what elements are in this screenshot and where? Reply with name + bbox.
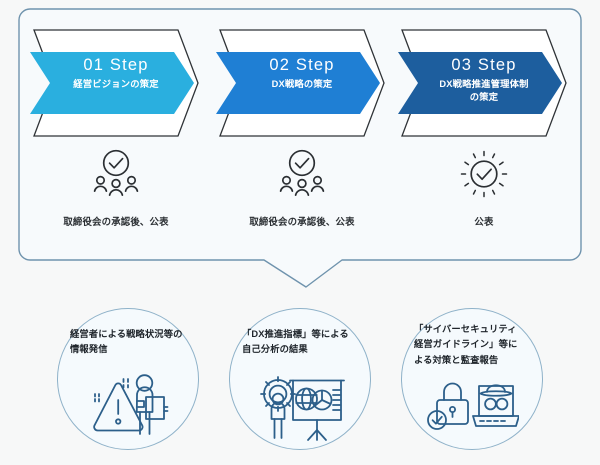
step-chevron-3: 03 Step DX戦略推進管理体制 の策定 — [394, 24, 574, 142]
outcome-text-1: 経営者による戦略状況等の 情報発信 — [70, 327, 188, 358]
step-caption-3: 公表 — [474, 216, 494, 227]
outcome-text-3-line3: よる対策と監査報告 — [414, 354, 499, 365]
step-column-1: 01 Step 経営ビジョンの策定 — [26, 24, 206, 244]
person-document-warning-icon — [58, 370, 200, 445]
outcome-text-3-line1: 「サイバーセキュリティ — [414, 324, 517, 334]
step-column-2: 02 Step DX戦略の策定 — [212, 24, 392, 244]
outcome-text-3: 「サイバーセキュリティ 経営ガイドライン」等に よる対策と監査報告 — [414, 322, 532, 368]
step-chevron-2: 02 Step DX戦略の策定 — [212, 24, 392, 142]
chevron-outline-1 — [30, 29, 199, 137]
outcome-circle-2: 「DX推進指標」等による 自己分析の結果 — [229, 308, 371, 450]
outcome-text-1-line2: 情報発信 — [70, 344, 108, 355]
step-chevron-1: 01 Step 経営ビジョンの策定 — [26, 24, 206, 142]
outcome-text-2: 「DX推進指標」等による 自己分析の結果 — [242, 327, 360, 358]
chevron-outline-2 — [216, 29, 385, 137]
check-people-icon — [212, 146, 392, 207]
steps-panel: 01 Step 経営ビジョンの策定 — [18, 8, 582, 288]
presentation-piechart-gear-icon — [230, 368, 372, 447]
outcome-circle-3: 「サイバーセキュリティ 経営ガイドライン」等に よる対策と監査報告 — [401, 308, 543, 450]
check-people-icon — [26, 146, 206, 207]
outcome-text-3-line2: 経営ガイドライン」等に — [414, 339, 518, 350]
step-caption-1: 取締役会の承認後、公表 — [63, 216, 169, 227]
padlock-laptop-hacker-icon — [402, 374, 544, 439]
outcome-text-2-line1: 「DX推進指標」等による — [242, 329, 349, 339]
outcome-text-1-line1: 経営者による戦略状況等の — [70, 329, 183, 339]
outcome-text-2-line2: 自己分析の結果 — [242, 344, 308, 355]
step-caption-2: 取締役会の承認後、公表 — [249, 216, 355, 227]
chevron-outline-3 — [398, 29, 567, 137]
step-column-3: 03 Step DX戦略推進管理体制 の策定 — [394, 24, 574, 244]
check-shine-icon — [394, 146, 574, 207]
outcome-circle-1: 経営者による戦略状況等の 情報発信 — [57, 308, 199, 450]
